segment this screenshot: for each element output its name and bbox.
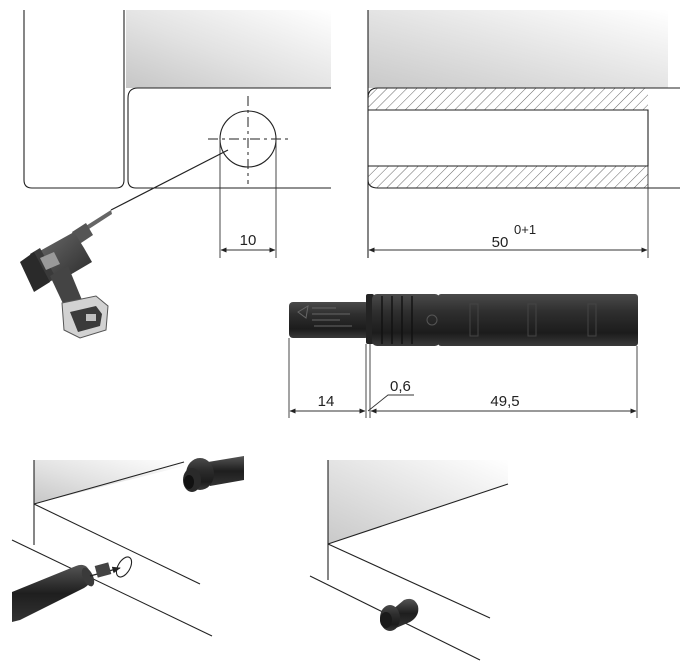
door-outline <box>127 87 331 189</box>
insertion-view <box>11 456 244 637</box>
section-top-edge <box>367 87 680 99</box>
damper-dimension-view: 14 49,5 0,6 <box>288 294 638 418</box>
bore-outline <box>368 109 649 167</box>
head-length-label: 14 <box>318 393 335 410</box>
drill-guide-line <box>110 149 229 211</box>
bore-depth-tolerance: 0+1 <box>514 222 536 237</box>
collar-thickness-label: 0,6 <box>390 378 411 395</box>
collar-leader-line <box>367 394 414 412</box>
section-bottom-edge <box>367 179 680 189</box>
bore-channel <box>368 110 648 166</box>
damper-being-inserted <box>12 564 92 622</box>
damper-reference-top <box>208 456 244 486</box>
section-shade <box>368 10 668 88</box>
cabinet-side-panel <box>23 10 125 189</box>
cordless-drill-icon <box>20 210 112 339</box>
installed-view <box>309 460 509 661</box>
bore-hole-opening <box>115 556 133 578</box>
bore-depth-section: 50 0+1 <box>367 10 680 258</box>
damper-ribbed-section <box>372 294 440 346</box>
installed-shade <box>328 460 508 544</box>
damper-body <box>438 294 638 346</box>
bore-depth-label: 50 <box>492 234 509 251</box>
drilling-front-view: 10 <box>23 10 331 258</box>
body-length-label: 49,5 <box>490 393 519 410</box>
hole-diameter-label: 10 <box>240 232 257 249</box>
cabinet-shade <box>126 10 331 88</box>
